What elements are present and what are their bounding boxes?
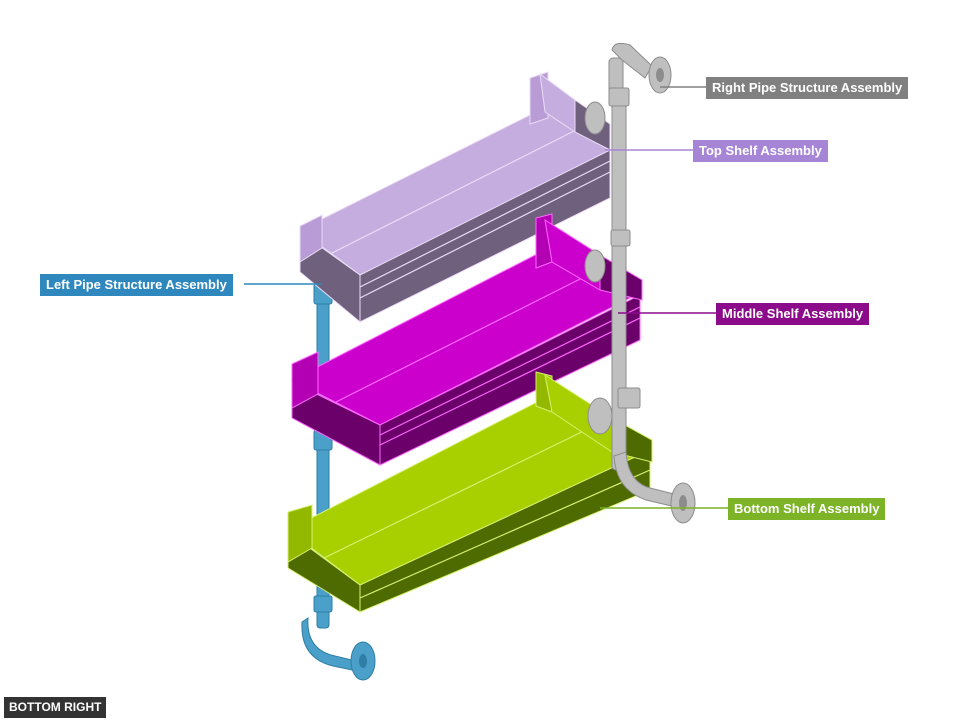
bottom-shelf xyxy=(287,371,653,613)
callout-right-pipe-structure: Right Pipe Structure Assembly xyxy=(706,77,909,99)
middle-shelf xyxy=(290,213,643,466)
right-pipe-structure xyxy=(584,42,696,524)
callout-middle-shelf: Middle Shelf Assembly xyxy=(716,303,870,325)
top-shelf xyxy=(299,71,611,324)
callout-bottom-shelf: Bottom Shelf Assembly xyxy=(728,498,886,520)
callout-left-pipe-structure: Left Pipe Structure Assembly xyxy=(40,274,233,296)
callout-top-shelf: Top Shelf Assembly xyxy=(693,140,828,162)
view-orientation-badge: BOTTOM RIGHT xyxy=(4,697,107,718)
